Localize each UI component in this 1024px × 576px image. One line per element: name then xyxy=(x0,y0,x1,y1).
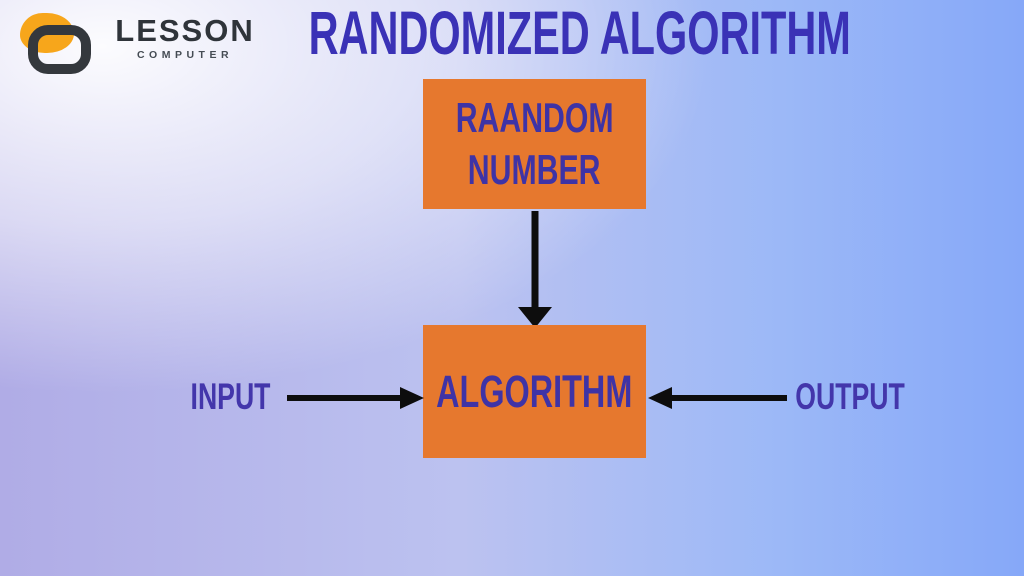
random-number-line1: RAANDOM xyxy=(455,94,614,141)
page-title-text: RANDOMIZED ALGORITHM xyxy=(308,0,852,67)
input-label-text: INPUT xyxy=(190,375,270,417)
random-number-box: RAANDOM NUMBER xyxy=(423,79,646,209)
brand-name: LESSON xyxy=(115,13,255,48)
lesson-logo-icon xyxy=(12,6,107,76)
logo-text-block: LESSON COMPUTER xyxy=(105,15,265,61)
down-arrow-icon xyxy=(518,211,552,328)
input-label: INPUT xyxy=(180,376,280,416)
brand-tagline: COMPUTER xyxy=(136,49,234,61)
right-arrow-icon xyxy=(287,387,424,409)
page-title: RANDOMIZED ALGORITHM xyxy=(280,0,880,67)
output-label-text: OUTPUT xyxy=(795,375,905,417)
lesson-logo: LESSON COMPUTER xyxy=(12,6,272,76)
left-arrow-icon xyxy=(648,387,787,409)
logo-ring-icon xyxy=(28,25,91,74)
output-label: OUTPUT xyxy=(795,376,905,416)
algorithm-box: ALGORITHM xyxy=(423,325,646,458)
random-number-line2: NUMBER xyxy=(468,146,601,193)
algorithm-label: ALGORITHM xyxy=(436,366,633,417)
